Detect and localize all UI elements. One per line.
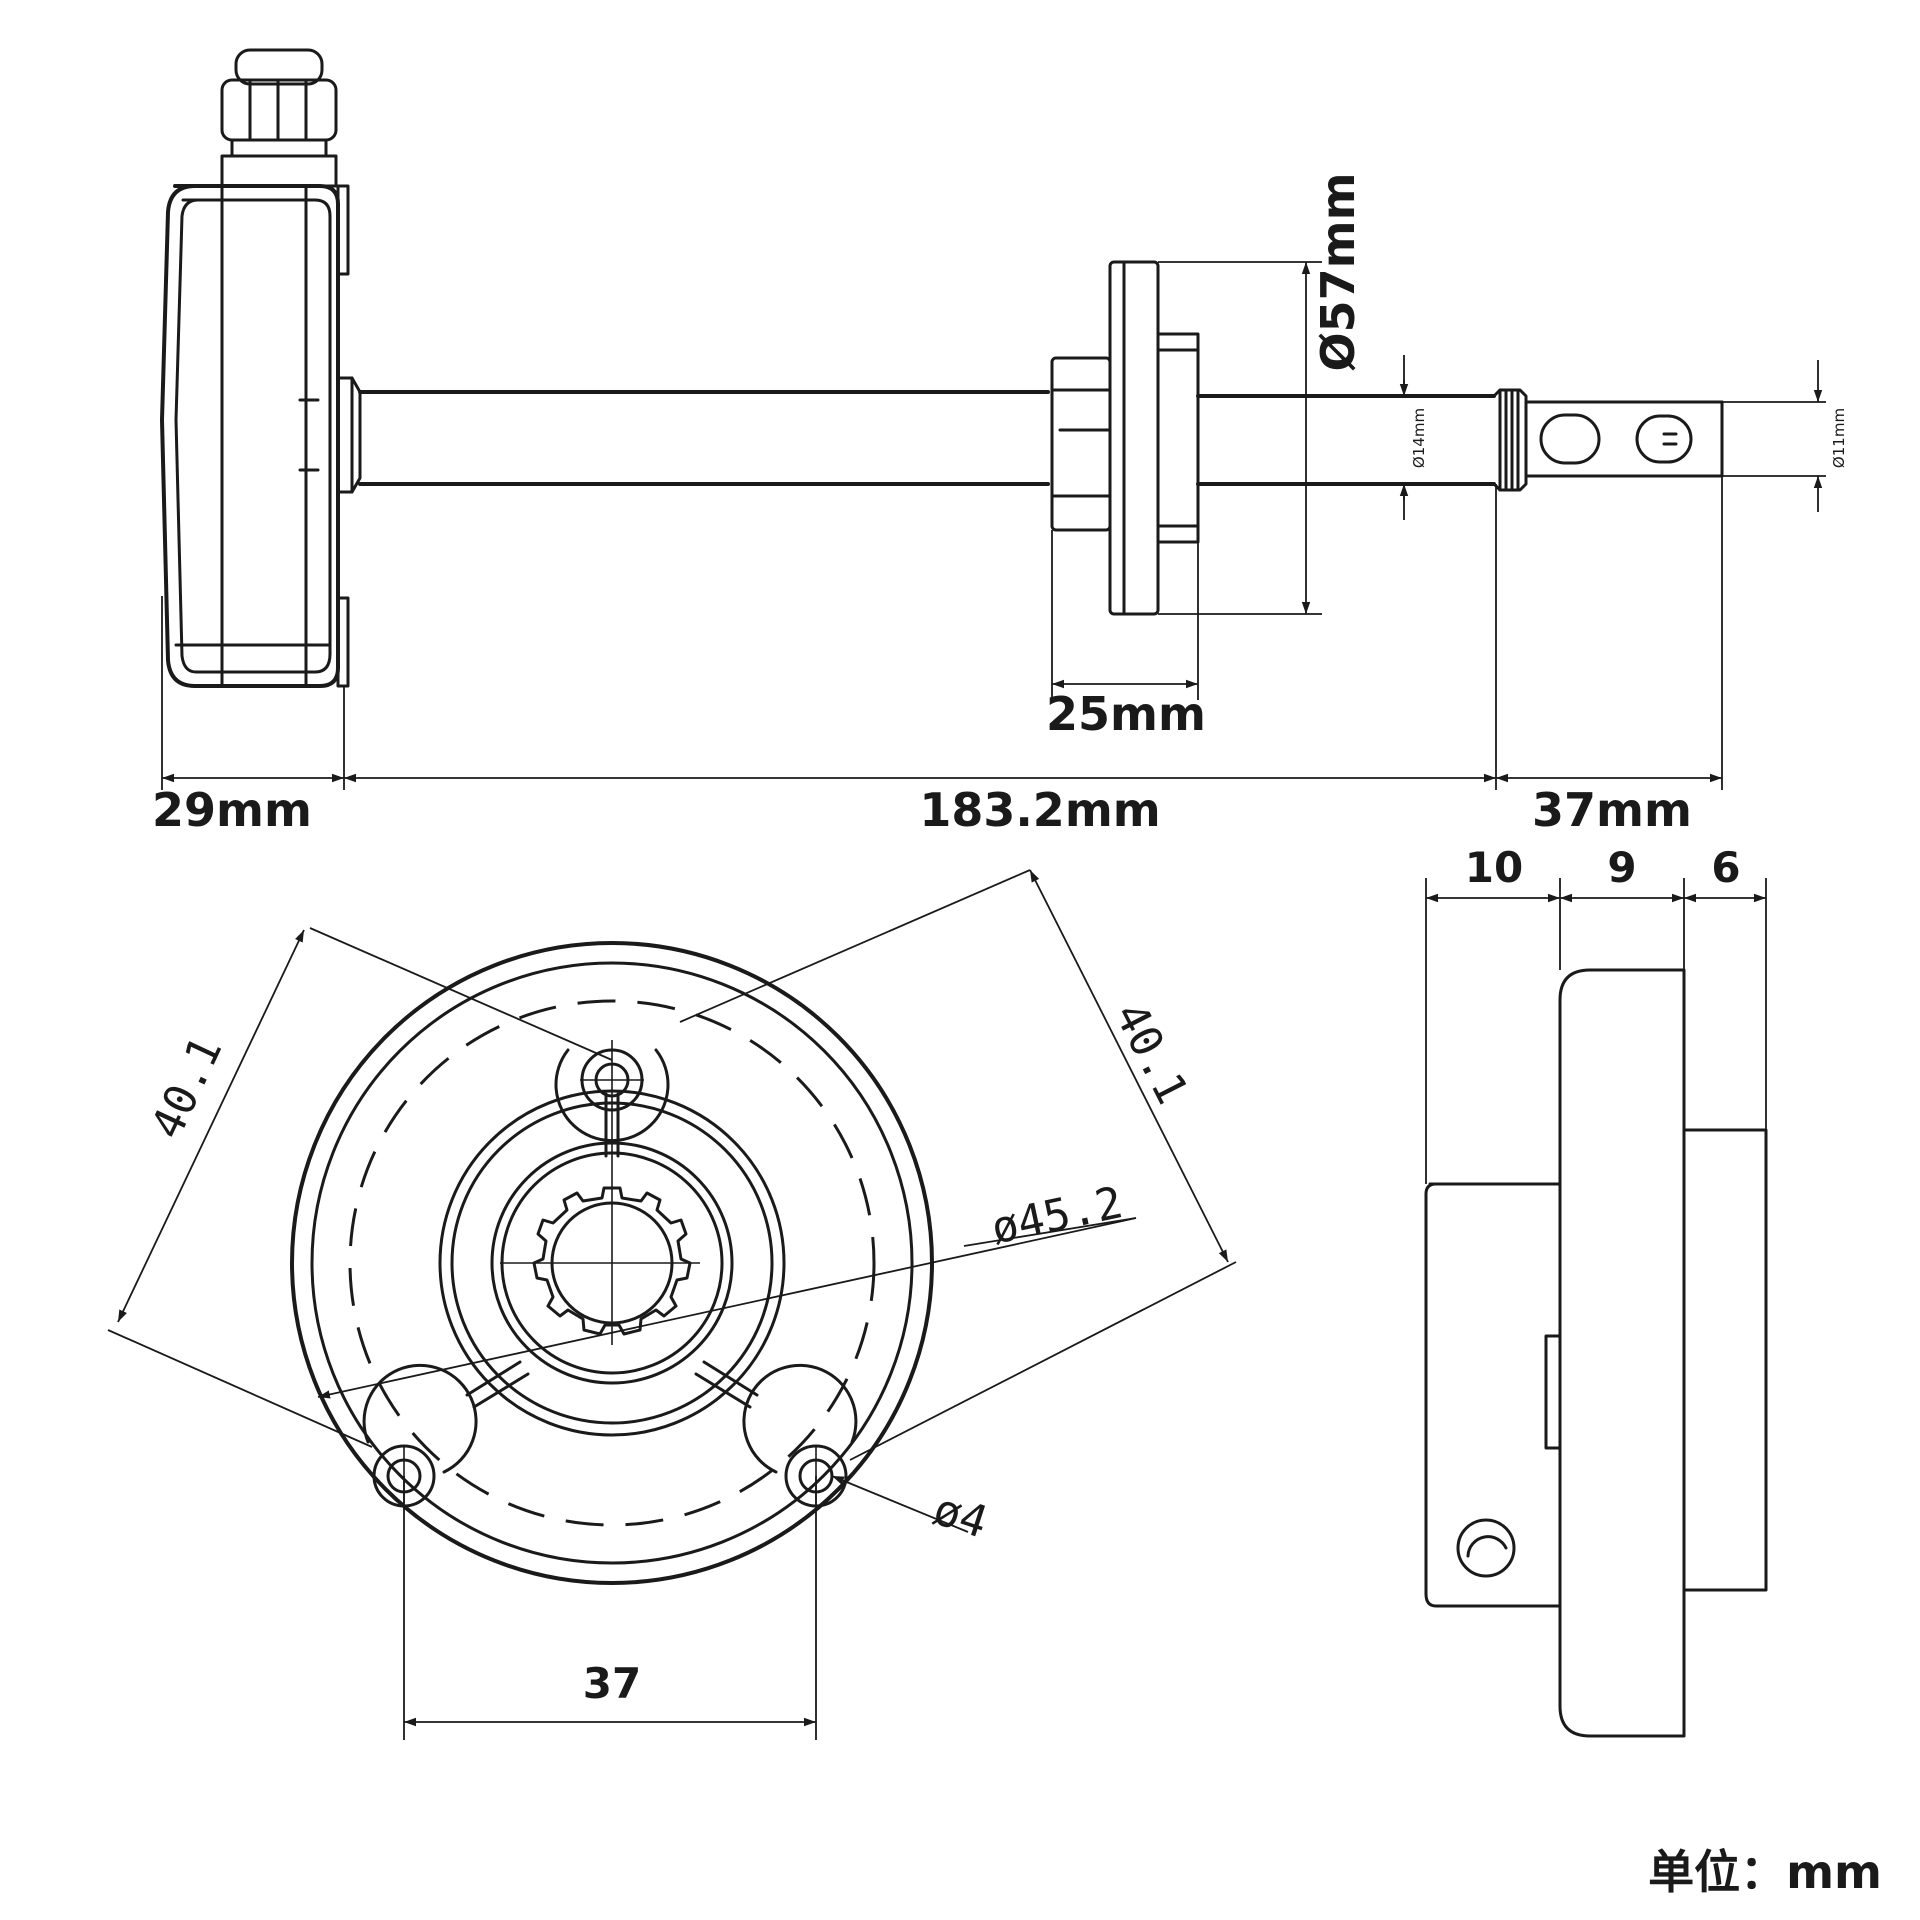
span-left-label: 40.1 xyxy=(141,1029,232,1147)
front-view: 40.1 40.1 ø45.2 ø4 37 xyxy=(107,869,1237,1740)
rod xyxy=(350,376,1050,494)
bolt-circle-label: ø45.2 xyxy=(987,1177,1127,1254)
probe xyxy=(1196,388,1724,492)
housing-width-label: 29mm xyxy=(152,783,312,837)
hole-diameter-label: ø4 xyxy=(927,1484,993,1549)
unit-note: 单位：mm xyxy=(1648,1845,1882,1899)
flange-thickness-label: 25mm xyxy=(1046,687,1206,741)
cable-gland xyxy=(220,48,338,188)
probe-diameter-label: Ø11mm xyxy=(1830,408,1848,468)
rod-diameter-label: Ø14mm xyxy=(1410,408,1428,468)
span-right-label: 40.1 xyxy=(1104,995,1198,1113)
side-dimensions xyxy=(161,261,1826,790)
flange-diameter-label: Ø57mm xyxy=(1311,173,1365,372)
bolt-hole-right xyxy=(742,1363,858,1508)
section-dim-c-label: 6 xyxy=(1711,843,1740,892)
bolt-circle xyxy=(348,999,876,1527)
section-dim-a-label: 10 xyxy=(1465,843,1523,892)
housing xyxy=(160,184,354,688)
probe-length-label: 37mm xyxy=(1532,783,1692,837)
rod-length-label: 183.2mm xyxy=(919,783,1160,837)
flange xyxy=(1050,260,1200,616)
section-view: 10 9 6 xyxy=(1424,843,1768,1738)
section-bolt-head xyxy=(1456,1518,1516,1578)
side-view: 29mm 183.2mm 37mm 25mm Ø57mm Ø14mm Ø11mm xyxy=(152,48,1848,837)
hole-spacing-label: 37 xyxy=(583,1659,641,1708)
section-dim-b-label: 9 xyxy=(1607,843,1636,892)
